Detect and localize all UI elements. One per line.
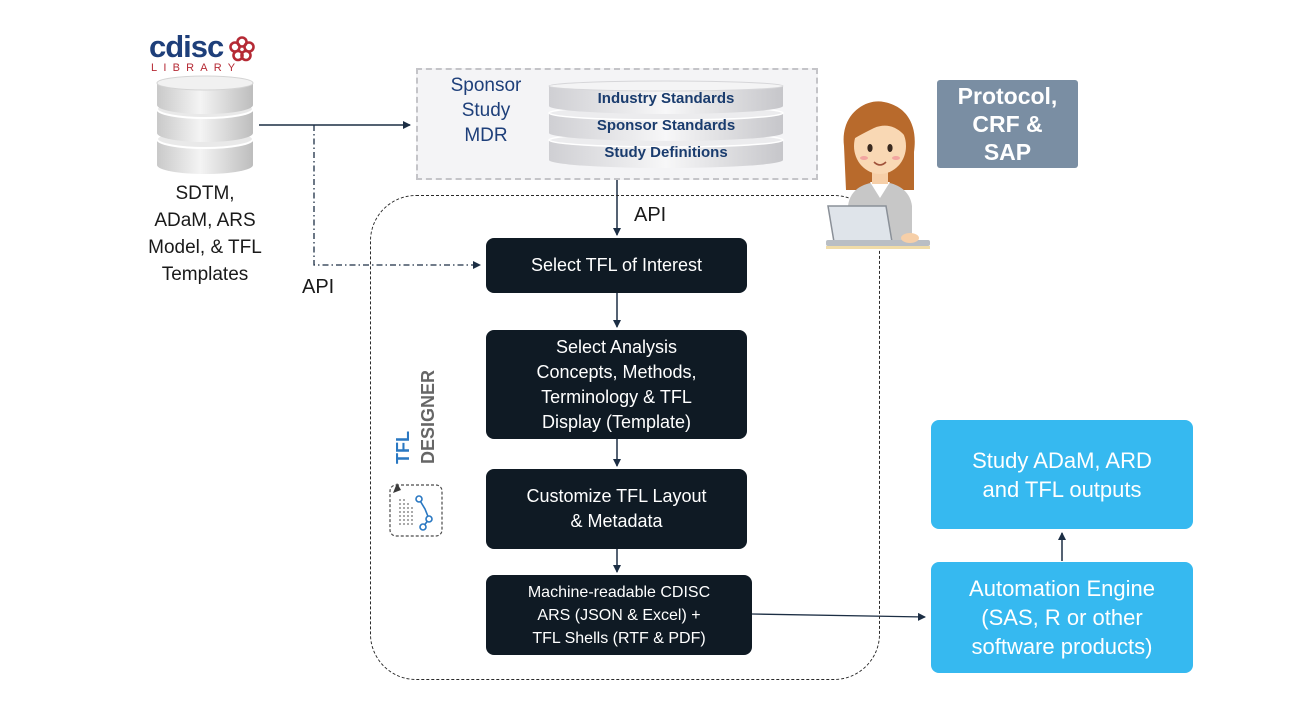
tfl-designer-icon (389, 483, 443, 537)
mdr-label-line: Sponsor (450, 75, 522, 96)
step-select-analysis[interactable]: Select Analysis Concepts, Methods, Termi… (486, 330, 747, 439)
step-line: Select Analysis (555, 336, 678, 357)
step-line: Display (Template) (541, 411, 692, 432)
cdisc-logo-library: LIBRARY (151, 62, 242, 74)
protocol-line: CRF & (972, 111, 1043, 137)
step-customize-layout[interactable]: Customize TFL Layout & Metadata (486, 469, 747, 549)
protocol-crf-sap-box: Protocol, CRF & SAP (937, 80, 1078, 168)
mdr-tier-sponsor: Sponsor Standards (596, 116, 736, 134)
source-line: Model, & TFL (148, 237, 262, 258)
stacked-database-icon: Industry Standards Sponsor Standards Stu… (548, 80, 784, 170)
automation-line: software products) (971, 634, 1153, 659)
tfl-title-line1: TFL (393, 431, 413, 464)
step-line: ARS (JSON & Excel) + (537, 606, 701, 624)
protocol-line: Protocol, (957, 83, 1058, 109)
source-label: SDTM, ADaM, ARS Model, & TFL Templates (140, 180, 270, 288)
mdr-label-line: Study (461, 100, 511, 121)
step-line: Machine-readable CDISC (527, 583, 711, 601)
mdr-label-line: MDR (464, 125, 508, 146)
cdisc-flower-icon (229, 36, 255, 62)
mdr-label: Sponsor Study MDR (432, 73, 540, 148)
automation-line: (SAS, R or other (981, 605, 1143, 630)
source-line: ADaM, ARS (154, 210, 256, 231)
protocol-line: SAP (983, 139, 1032, 165)
api-label-top: API (634, 204, 667, 226)
step-line: & Metadata (570, 511, 663, 531)
cdisc-logo-word: cdisc (149, 29, 224, 64)
arrow-library-api-to-select (313, 125, 481, 269)
source-line: Templates (161, 264, 249, 285)
mdr-tier-industry: Industry Standards (597, 89, 735, 107)
automation-engine-box[interactable]: Automation Engine (SAS, R or other softw… (931, 562, 1193, 673)
step-line: TFL Shells (RTF & PDF) (532, 629, 706, 647)
api-label-left: API (302, 276, 335, 298)
person-at-laptop-icon (826, 101, 930, 249)
tfl-title-line2: DESIGNER (418, 369, 438, 464)
step-select-tfl[interactable]: Select TFL of Interest (486, 238, 747, 293)
source-line: SDTM, (175, 183, 235, 204)
step-line: Select TFL of Interest (530, 255, 703, 275)
outputs-line: and TFL outputs (982, 476, 1142, 502)
step-line: Terminology & TFL (541, 386, 692, 407)
step-line: Customize TFL Layout (526, 486, 707, 506)
tfl-designer-container (370, 195, 880, 680)
mdr-db-shapes (548, 80, 784, 168)
automation-line: Automation Engine (969, 576, 1155, 601)
database-icon (156, 75, 254, 174)
outputs-line: Study ADaM, ARD (972, 447, 1152, 473)
step-line: Concepts, Methods, (536, 361, 697, 382)
outputs-box[interactable]: Study ADaM, ARD and TFL outputs (931, 420, 1193, 529)
arrow-step4-to-automation (751, 612, 926, 621)
mdr-tier-study: Study Definitions (604, 143, 728, 161)
step-machine-readable[interactable]: Machine-readable CDISC ARS (JSON & Excel… (486, 575, 752, 655)
